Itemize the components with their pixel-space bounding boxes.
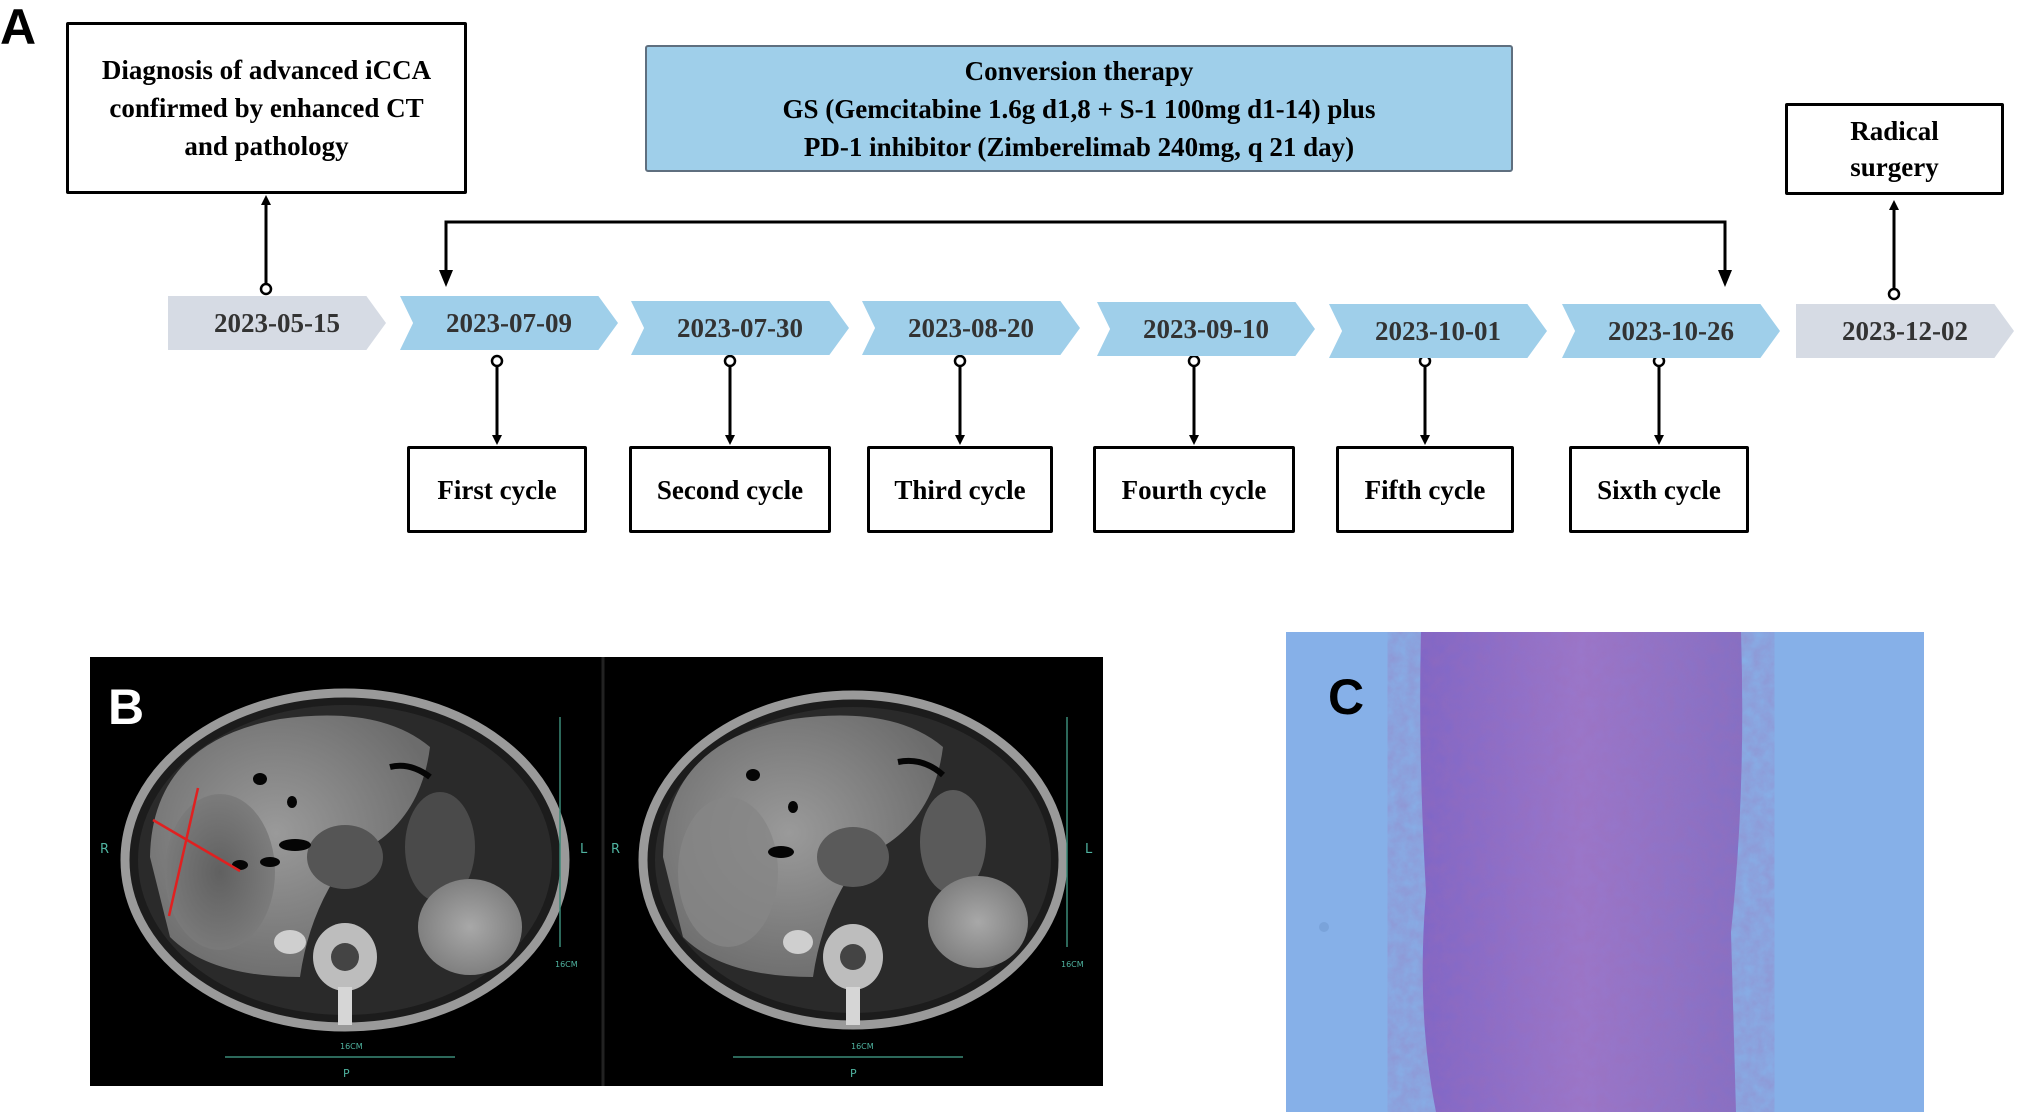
diagnosis-line-2: confirmed by enhanced CT	[109, 93, 424, 123]
tumor-measure-line-1	[152, 818, 241, 873]
ct-left-label-p: P	[343, 1067, 350, 1080]
therapy-title: Conversion therapy	[964, 55, 1194, 86]
date-cycle-6: 2023-10-26	[1562, 304, 1780, 358]
therapy-inhibitor: PD-1 inhibitor (Zimberelimab 240mg, q 21…	[803, 131, 1355, 162]
date-surgery: 2023-12-02	[1796, 304, 2014, 358]
histology-image	[1286, 632, 1924, 1112]
panel-label-a: A	[0, 0, 37, 55]
cycle-box-3: Third cycle	[867, 446, 1053, 533]
date-cycle-1: 2023-07-09	[400, 296, 618, 350]
date-cycle-4: 2023-09-10	[1097, 302, 1315, 356]
ct-scan-after: R L 16CM 16CM P	[611, 690, 1093, 1080]
ct-left-scale: 16CM	[340, 1042, 363, 1051]
diagnosis-line-3: and pathology	[184, 131, 349, 161]
cycle-label-4: Fourth cycle	[1121, 474, 1267, 505]
diagnosis-connector-dot	[259, 282, 273, 296]
date-cycle-5: 2023-10-01	[1329, 304, 1547, 358]
cycle-label-5: Fifth cycle	[1364, 474, 1486, 505]
cycle-box-2: Second cycle	[629, 446, 831, 533]
ct-scan-panel: R L 16CM 16CM P R L	[90, 657, 1103, 1086]
conversion-therapy-box: Conversion therapy GS (Gemcitabine 1.6g …	[645, 45, 1513, 172]
tumor-measure-line-2	[167, 787, 200, 917]
radical-surgery-box: Radical surgery	[1785, 103, 2004, 195]
ct-scan-images: R L 16CM 16CM P R L	[100, 657, 1093, 1086]
cycle-label-2: Second cycle	[656, 474, 804, 505]
therapy-bracket-arrow-right	[1718, 270, 1732, 287]
cycle-connectors	[490, 354, 1666, 445]
panel-label-c: C	[1328, 669, 1365, 725]
ct-right-label-l: L	[1085, 842, 1093, 857]
cycle-box-1: First cycle	[407, 446, 587, 533]
panel-label-b: B	[108, 679, 145, 735]
ct-left-scale-vertical: 16CM	[555, 960, 578, 969]
date-cycle-2: 2023-07-30	[631, 301, 849, 355]
cycle-label-3: Third cycle	[894, 474, 1026, 505]
therapy-bracket	[444, 220, 1727, 270]
cycle-label-1: First cycle	[437, 474, 557, 505]
cycle-label-6: Sixth cycle	[1597, 474, 1721, 505]
surgery-connector-dot	[1887, 287, 1901, 301]
surgery-line-1: Radical	[1850, 116, 1939, 146]
therapy-regimen: GS (Gemcitabine 1.6g d1,8 + S-1 100mg d1…	[782, 93, 1376, 124]
surgery-line-2: surgery	[1850, 152, 1939, 182]
ct-left-label-l: L	[580, 842, 588, 857]
ct-right-scale: 16CM	[851, 1042, 874, 1051]
diagnosis-line-1: Diagnosis of advanced iCCA	[101, 55, 432, 85]
histology-drawing	[1286, 632, 1924, 1112]
date-diagnosis: 2023-05-15	[168, 296, 386, 350]
ct-right-scale-vertical: 16CM	[1061, 960, 1084, 969]
diagnosis-box: Diagnosis of advanced iCCA confirmed by …	[66, 22, 467, 194]
cycle-box-6: Sixth cycle	[1569, 446, 1749, 533]
ct-scan-before: R L 16CM 16CM P	[100, 688, 588, 1080]
cycle-box-4: Fourth cycle	[1093, 446, 1295, 533]
ct-left-label-r: R	[100, 842, 109, 857]
ct-right-label-p: P	[850, 1067, 857, 1080]
cycle-box-5: Fifth cycle	[1336, 446, 1514, 533]
ct-right-label-r: R	[611, 842, 620, 857]
date-cycle-3: 2023-08-20	[862, 301, 1080, 355]
therapy-bracket-arrow-left	[439, 270, 453, 287]
